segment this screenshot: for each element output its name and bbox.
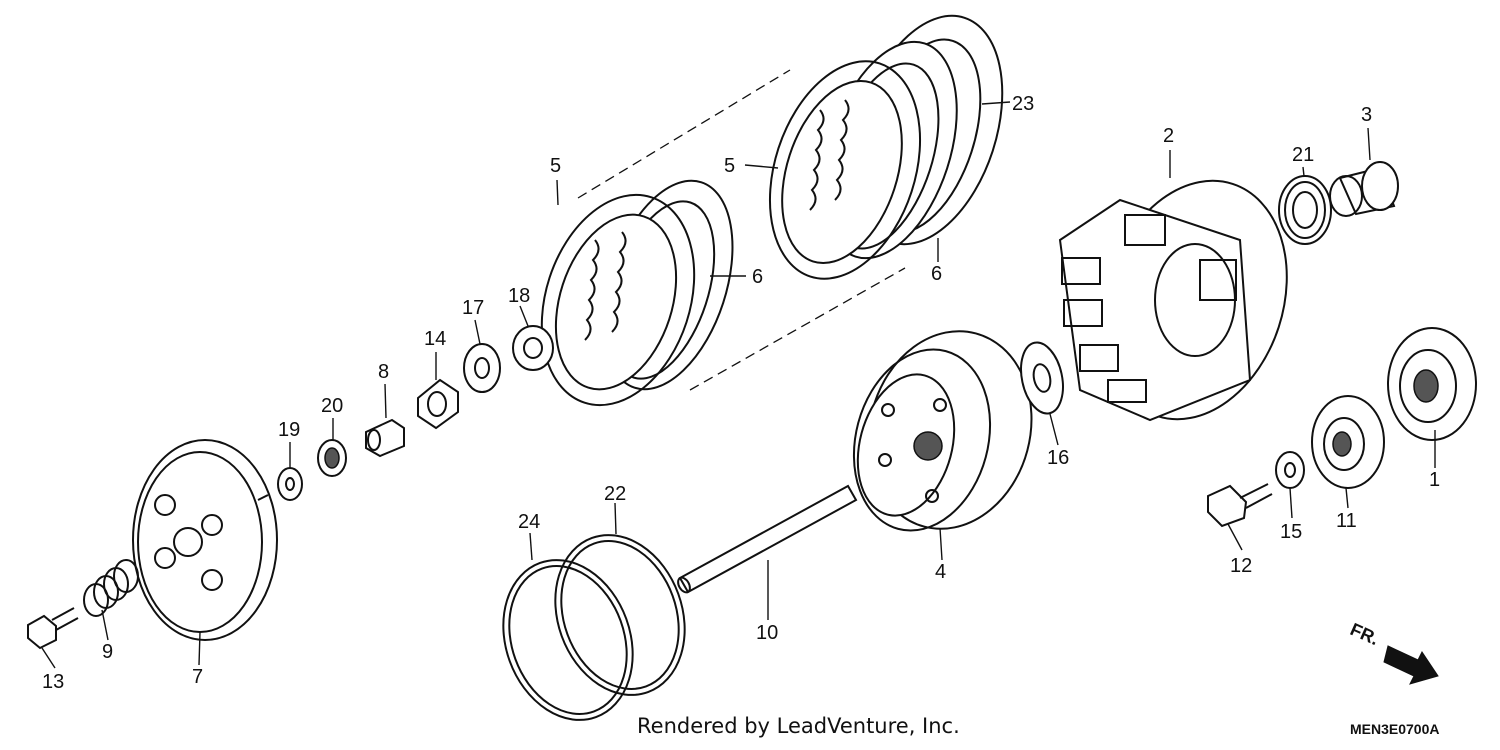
part-18-washer: [512, 325, 554, 371]
part-5-friction-disc-rear: [768, 60, 922, 280]
callout-3: 3: [1361, 104, 1372, 126]
diagram-code: MEN3E0700A: [1350, 721, 1440, 737]
callout-6-rear: 6: [931, 263, 942, 285]
part-14-lock-nut: [417, 378, 459, 430]
callout-4: 4: [935, 561, 946, 583]
footer-credit: Rendered by LeadVenture, Inc.: [637, 714, 960, 738]
callout-10: 10: [756, 622, 778, 644]
leader-lines: [41, 101, 1436, 669]
callout-23: 23: [1012, 93, 1034, 115]
part-12-bolt: [1207, 483, 1273, 528]
callout-15: 15: [1280, 521, 1302, 543]
callout-13: 13: [42, 671, 64, 693]
part-4-clutch-center: [852, 330, 1033, 532]
part-20-bearing: [317, 439, 347, 477]
callout-21: 21: [1292, 144, 1314, 166]
part-9-clutch-spring: [83, 559, 139, 617]
callout-19: 19: [278, 419, 300, 441]
callout-7: 7: [192, 666, 203, 688]
callout-22: 22: [604, 483, 626, 505]
part-22-o-ring: [554, 534, 686, 696]
part-21-needle-bearing: [1278, 175, 1332, 245]
callout-2: 2: [1163, 125, 1174, 147]
part-15-washer: [1275, 451, 1305, 489]
callout-6-front: 6: [752, 266, 763, 288]
part-19-washer: [277, 467, 303, 501]
callout-18: 18: [508, 285, 530, 307]
callout-12: 12: [1230, 555, 1252, 577]
part-8-lifter-piece: [365, 418, 405, 458]
front-arrow-label: FR.: [1347, 619, 1382, 649]
callout-5-front: 5: [550, 155, 561, 177]
part-16-thrust-washer: [1020, 341, 1064, 415]
part-2-clutch-outer: [1058, 179, 1288, 422]
front-arrow-icon: [1383, 645, 1439, 685]
part-17-lock-washer: [463, 343, 501, 393]
callout-8: 8: [378, 361, 389, 383]
callout-9: 9: [102, 641, 113, 663]
part-13-bolt: [27, 607, 79, 650]
callout-24: 24: [518, 511, 540, 533]
callout-14: 14: [424, 328, 446, 350]
callout-11: 11: [1336, 510, 1357, 532]
part-24-o-ring: [502, 559, 634, 721]
part-7-pressure-plate: [132, 439, 278, 641]
part-11-gear: [1311, 395, 1385, 489]
part-3-collar: [1329, 161, 1399, 217]
part-10-lifter-rod: [677, 484, 858, 594]
callout-17: 17: [462, 297, 484, 319]
part-5-friction-disc-front: [540, 193, 696, 407]
part-1-primary-drive-gear: [1387, 327, 1477, 441]
callout-20: 20: [321, 395, 343, 417]
front-direction-indicator: FR.: [1347, 619, 1439, 685]
callout-5-rear: 5: [724, 155, 735, 177]
callout-16: 16: [1047, 447, 1069, 469]
plate-stack-guide-lines: [577, 69, 906, 391]
callout-1: 1: [1429, 469, 1440, 491]
